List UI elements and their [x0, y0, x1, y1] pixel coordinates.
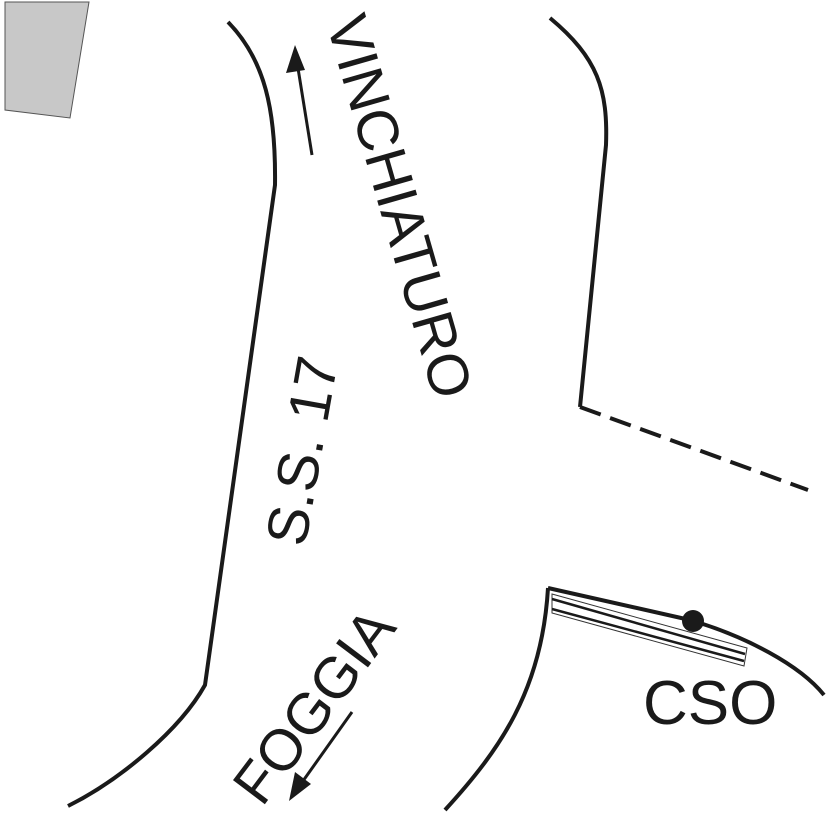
arrow-north-icon — [286, 45, 314, 156]
cso-channel — [551, 593, 748, 667]
label-road-name: S.S. 17 — [254, 352, 351, 551]
label-foggia: FOGGIA — [220, 596, 408, 816]
road-edge-west — [67, 20, 278, 808]
cso-outfall-point — [682, 610, 704, 632]
side-road-dashed — [579, 405, 809, 492]
road-edge-east-north — [548, 16, 609, 408]
label-vinchiaturo: VINCHIATURO — [314, 8, 485, 406]
road-edge-east-south — [443, 587, 550, 812]
building — [4, 1, 90, 119]
label-cso: CSO — [643, 669, 777, 738]
arrow-south-icon — [289, 711, 354, 801]
